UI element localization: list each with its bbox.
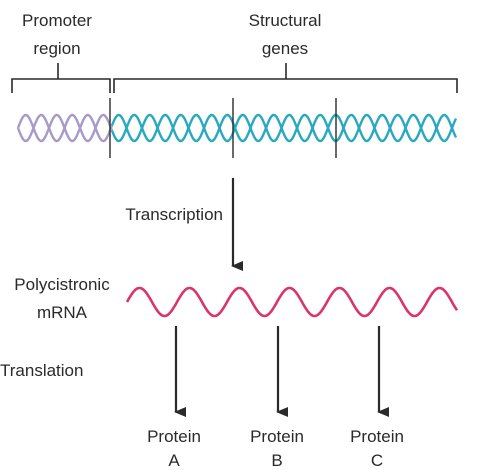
protein-b-label-line1: Protein — [250, 427, 304, 446]
mrna-strand — [125, 286, 459, 318]
protein-a-label-line1: Protein — [147, 427, 201, 446]
promoter-label-line1: Promoter — [22, 11, 92, 30]
structural-dna-strand — [110, 113, 458, 143]
polycistronic-label-line2: mRNA — [37, 303, 88, 322]
structural-genes-label-line1: Structural — [249, 11, 322, 30]
structural-dna-strand — [110, 113, 458, 143]
structural-genes-label-line2: genes — [262, 39, 308, 58]
protein-b-label-line2: B — [271, 451, 282, 470]
protein-c-label-line2: C — [371, 451, 383, 470]
promoter-label-line2: region — [33, 39, 80, 58]
translation-label: Translation — [0, 361, 83, 380]
structural-genes-bracket — [113, 63, 458, 93]
promoter-bracket — [11, 63, 111, 93]
protein-a-label-line2: A — [168, 451, 180, 470]
dna-helix — [16, 113, 458, 143]
transcription-label: Transcription — [125, 205, 223, 224]
promoter-dna-strand — [16, 113, 114, 143]
polycistronic-label-line1: Polycistronic — [14, 275, 110, 294]
protein-c-label-line1: Protein — [350, 427, 404, 446]
